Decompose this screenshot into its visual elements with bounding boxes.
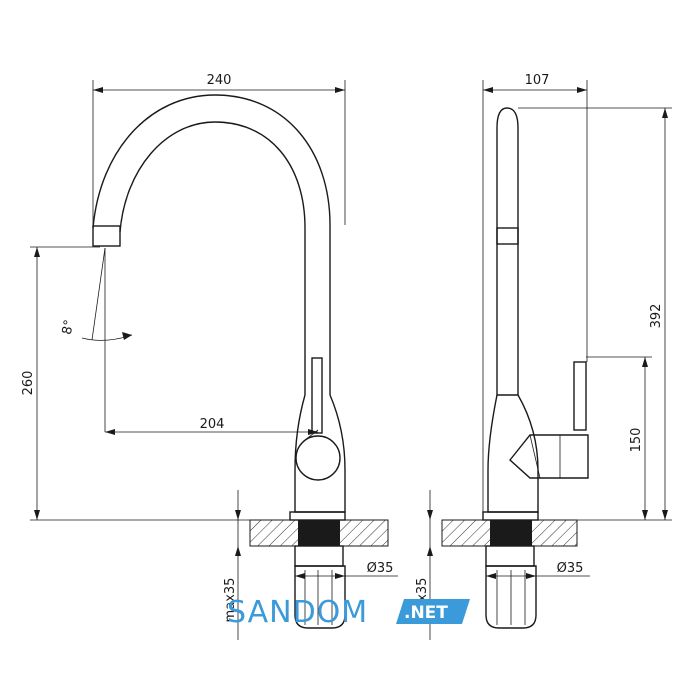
dim-angle: 8°	[60, 318, 78, 336]
dim-height-front: 260	[21, 371, 36, 396]
dim-spout-reach: 204	[200, 417, 225, 432]
dim-width-front: 240	[207, 73, 232, 88]
front-body	[294, 394, 346, 513]
front-mount-hole	[298, 520, 340, 546]
side-aerator-band	[496, 227, 519, 245]
side-handle-body	[509, 434, 589, 479]
dim-thread-front: max35	[223, 578, 238, 623]
front-base-plate	[289, 511, 346, 521]
side-mounting-nut	[485, 565, 537, 629]
watermark-net-badge	[396, 599, 470, 624]
side-handle-lever	[573, 361, 587, 431]
dim-handle-height: 150	[629, 428, 644, 453]
front-mounting-shank	[294, 545, 344, 567]
front-spout-outer	[92, 94, 331, 395]
watermark-brand: SANDOM	[227, 595, 368, 630]
side-spout-column	[496, 107, 519, 396]
watermark-net: .NET	[404, 603, 448, 623]
watermark-logo: SANDOM .NET	[227, 595, 470, 630]
dim-hole-side: Ø35	[557, 561, 584, 576]
front-mounting-nut	[294, 565, 346, 629]
front-view: 240 260 8° 204 max35 Ø35	[21, 73, 398, 640]
front-handle-knob	[295, 435, 341, 481]
side-mounting-shank	[485, 545, 535, 567]
dim-height-side: 392	[649, 304, 664, 329]
front-spout-inner	[119, 121, 306, 395]
dim-width-side: 107	[525, 73, 550, 88]
side-base-plate	[482, 511, 539, 521]
front-aerator	[92, 225, 121, 247]
front-handle-lever	[311, 357, 323, 434]
side-view: 107 392 150 max35 Ø35	[415, 73, 672, 640]
side-body	[487, 394, 539, 513]
side-mount-hole	[490, 520, 532, 546]
dim-hole-front: Ø35	[367, 561, 394, 576]
